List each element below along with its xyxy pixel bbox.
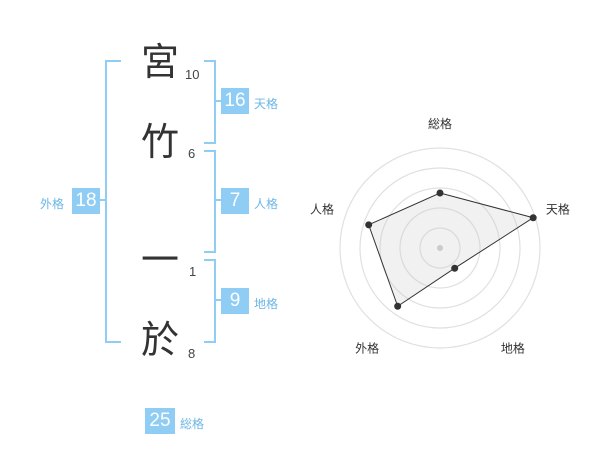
tenkaku-connector xyxy=(216,100,222,102)
tenkaku-label: 天格 xyxy=(254,97,279,111)
radar-ring xyxy=(379,187,501,309)
chikaku-value-box: 9 xyxy=(221,288,249,314)
radar-axis-label: 人格 xyxy=(310,202,334,217)
jinkaku-label: 人格 xyxy=(254,197,279,211)
radar-point-2 xyxy=(529,214,537,222)
radar-point-5 xyxy=(365,221,373,229)
tenkaku-bracket xyxy=(204,60,216,144)
radar-ring xyxy=(399,207,481,289)
radar-axis-label: 外格 xyxy=(355,340,379,355)
jinkaku-bracket xyxy=(204,150,216,253)
gaikaku-connector xyxy=(98,199,106,201)
stroke-count-3: 1 xyxy=(189,264,197,279)
soukaku-label: 総格 xyxy=(180,417,205,431)
soukaku-value-box: 25 xyxy=(145,408,175,434)
jinkaku-connector xyxy=(216,199,222,201)
radar-axis-label: 天格 xyxy=(546,202,570,217)
stroke-count-1: 10 xyxy=(185,67,200,82)
radar-point-4 xyxy=(394,302,402,310)
stroke-count-4: 8 xyxy=(188,346,196,361)
radar-ring xyxy=(359,167,521,329)
radar-ring xyxy=(419,227,461,269)
chikaku-connector xyxy=(216,299,222,301)
chikaku-bracket xyxy=(204,259,216,343)
radar-point-3 xyxy=(451,264,459,272)
radar-axis-label: 地格 xyxy=(501,340,525,355)
jinkaku-value-box: 7 xyxy=(221,188,249,214)
radar-series-polygon xyxy=(368,192,535,308)
gaikaku-label: 外格 xyxy=(40,197,65,211)
name-char-4: 於 xyxy=(140,318,179,362)
name-char-2: 竹 xyxy=(140,120,179,164)
radar-ring xyxy=(339,147,541,349)
gaikaku-value-box: 18 xyxy=(72,188,100,214)
name-char-3: 一 xyxy=(140,238,179,282)
gaikaku-bracket xyxy=(105,60,121,343)
radar-axis-label: 総格 xyxy=(428,116,452,131)
tenkaku-value-box: 16 xyxy=(221,88,249,114)
name-char-1: 宮 xyxy=(140,40,179,84)
stroke-count-2: 6 xyxy=(188,146,196,161)
radar-point-1 xyxy=(436,189,444,197)
chikaku-label: 地格 xyxy=(254,297,279,311)
radar-center xyxy=(437,245,443,251)
